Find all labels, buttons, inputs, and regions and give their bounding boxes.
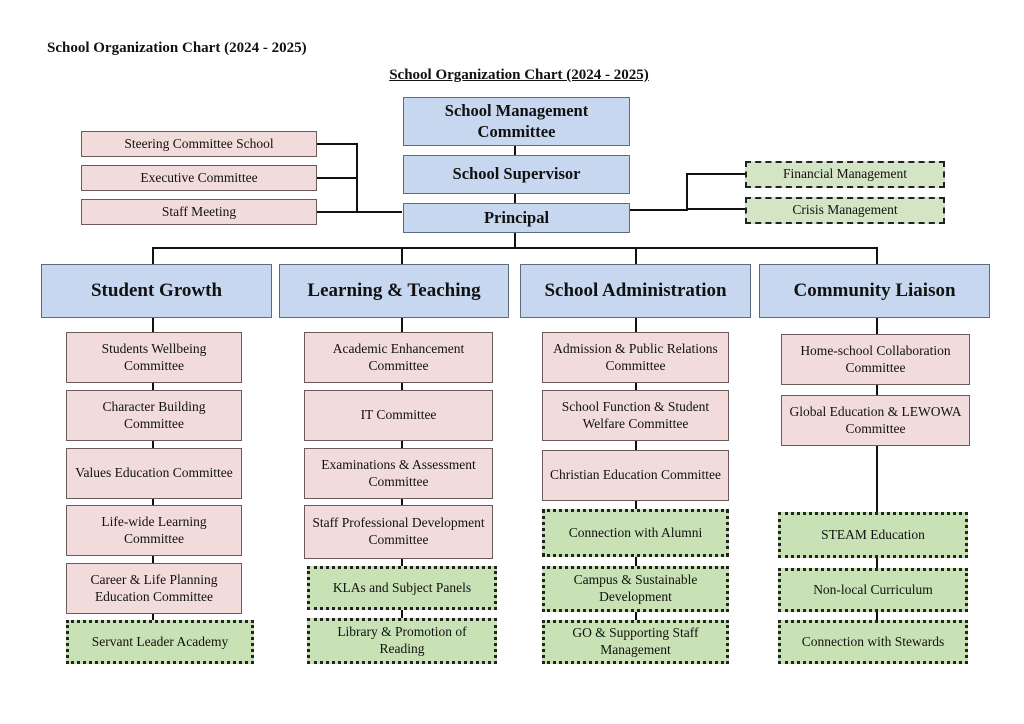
financial-management-box: Financial Management: [745, 161, 945, 188]
unit-label: KLAs and Subject Panels: [332, 579, 472, 595]
committee-box: Home-school Collaboration Committee: [781, 334, 970, 385]
committee-label: Career & Life Planning Education Committ…: [90, 571, 218, 604]
committee-box: Staff Professional Development Committee: [304, 505, 493, 559]
unit-box: Connection with Stewards: [778, 620, 968, 664]
unit-box: Connection with Alumni: [542, 509, 729, 557]
dept-student-growth-label: Student Growth: [90, 280, 223, 302]
principal-label: Principal: [483, 207, 550, 227]
unit-label: Connection with Stewards: [801, 633, 945, 649]
unit-box: Servant Leader Academy: [66, 620, 254, 664]
committee-label: Academic Enhancement Committee: [332, 340, 465, 373]
dept-community-liaison-label: Community Liaison: [793, 280, 956, 302]
steering-committee-box: Steering Committee School: [81, 131, 317, 157]
unit-label: Connection with Alumni: [568, 524, 703, 540]
committee-label: Values Education Committee: [75, 465, 233, 481]
committee-label: Staff Professional Development Committee: [312, 515, 485, 547]
dept-learning-teaching: Learning & Teaching: [279, 264, 509, 318]
committee-label: IT Committee: [360, 407, 437, 423]
committee-box: Career & Life Planning Education Committ…: [66, 563, 242, 614]
unit-label: STEAM Education: [821, 526, 925, 542]
dept-student-growth: Student Growth: [41, 264, 272, 318]
committee-box: Students Wellbeing Committee: [66, 332, 242, 383]
steering-committee-label: Steering Committee School: [124, 135, 274, 151]
committee-label: Examinations & Assessment Committee: [321, 456, 476, 489]
committee-box: Admission & Public Relations Committee: [542, 332, 729, 383]
financial-management-label: Financial Management: [782, 166, 908, 182]
crisis-management-box: Crisis Management: [745, 197, 945, 224]
staff-meeting-label: Staff Meeting: [161, 203, 237, 219]
unit-box: KLAs and Subject Panels: [307, 566, 497, 610]
staff-meeting-box: Staff Meeting: [81, 199, 317, 225]
committee-label: Life-wide Learning Committee: [101, 513, 207, 546]
school-supervisor-box: School Supervisor: [403, 155, 630, 194]
school-management-committee-label: School Management Committee: [444, 100, 589, 141]
unit-box: GO & Supporting Staff Management: [542, 620, 729, 664]
committee-box: Life-wide Learning Committee: [66, 505, 242, 556]
committee-box: Global Education & LEWOWA Committee: [781, 395, 970, 446]
committee-label: Admission & Public Relations Committee: [553, 340, 718, 373]
committee-box: Values Education Committee: [66, 448, 242, 499]
committee-label: School Function & Student Welfare Commit…: [561, 398, 710, 431]
dept-learning-teaching-label: Learning & Teaching: [307, 280, 481, 302]
unit-label: Library & Promotion of Reading: [337, 624, 467, 656]
page-title: School Organization Chart (2024 - 2025): [47, 40, 307, 56]
school-management-committee-box: School Management Committee: [403, 97, 630, 146]
committee-box: IT Committee: [304, 390, 493, 441]
dept-school-administration: School Administration: [520, 264, 751, 318]
dept-school-administration-label: School Administration: [544, 280, 727, 302]
committee-box: Character Building Committee: [66, 390, 242, 441]
committee-label: Home-school Collaboration Committee: [800, 342, 951, 375]
unit-box: Library & Promotion of Reading: [307, 618, 497, 664]
unit-box: Non-local Curriculum: [778, 568, 968, 612]
unit-label: Campus & Sustainable Development: [573, 572, 698, 604]
unit-label: GO & Supporting Staff Management: [572, 625, 699, 657]
committee-label: Character Building Committee: [102, 398, 206, 431]
unit-box: Campus & Sustainable Development: [542, 566, 729, 612]
principal-box: Principal: [403, 203, 630, 233]
committee-label: Christian Education Committee: [550, 467, 721, 483]
committee-box: School Function & Student Welfare Commit…: [542, 390, 729, 441]
unit-box: STEAM Education: [778, 512, 968, 558]
school-supervisor-label: School Supervisor: [452, 164, 581, 184]
crisis-management-label: Crisis Management: [792, 202, 898, 218]
executive-committee-label: Executive Committee: [140, 169, 258, 185]
committee-box: Academic Enhancement Committee: [304, 332, 493, 383]
committee-label: Global Education & LEWOWA Committee: [789, 403, 962, 436]
unit-label: Non-local Curriculum: [813, 581, 933, 597]
committee-box: Examinations & Assessment Committee: [304, 448, 493, 499]
dept-community-liaison: Community Liaison: [759, 264, 990, 318]
executive-committee-box: Executive Committee: [81, 165, 317, 191]
chart-title: School Organization Chart (2024 - 2025): [389, 67, 649, 83]
committee-box: Christian Education Committee: [542, 450, 729, 501]
unit-label: Servant Leader Academy: [91, 633, 229, 649]
committee-label: Students Wellbeing Committee: [101, 340, 207, 373]
